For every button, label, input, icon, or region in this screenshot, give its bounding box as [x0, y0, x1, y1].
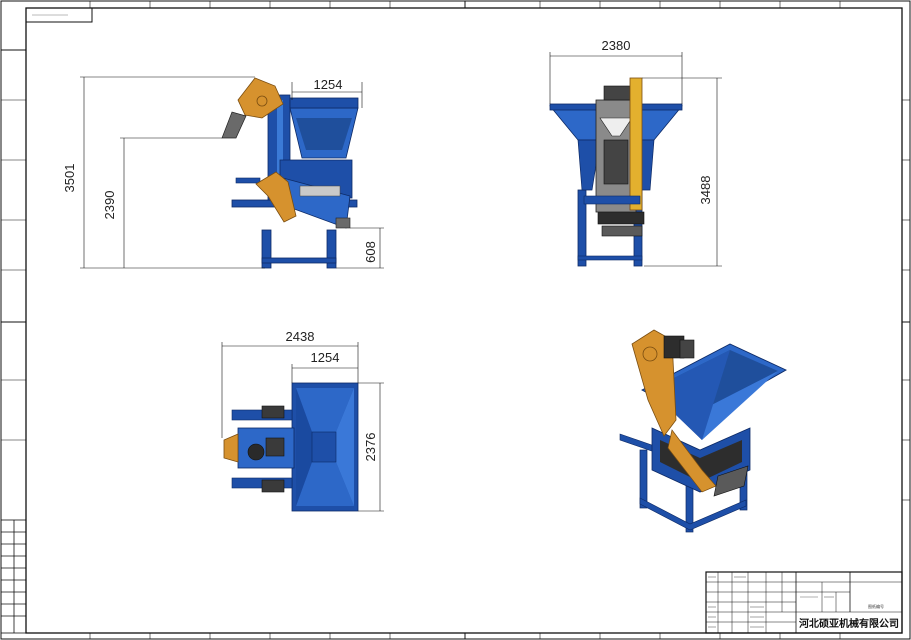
company-name: 河北硕亚机械有限公司 — [799, 617, 899, 630]
dim-overall-height: 3501 — [62, 164, 77, 193]
dim-front-height: 3488 — [698, 176, 713, 205]
dim-top-depth: 2376 — [363, 433, 378, 462]
drawing-code: 图纸编号 — [868, 603, 884, 609]
side-view-dimensions — [80, 76, 384, 269]
isometric-view — [619, 329, 787, 533]
dim-feed-height: 2390 — [102, 191, 117, 220]
top-view-dimensions — [221, 342, 384, 512]
top-view — [223, 382, 359, 512]
side-view — [221, 77, 359, 269]
dim-front-width: 2380 — [602, 38, 631, 53]
front-view-dimensions — [549, 52, 722, 267]
dim-top-hopper-width: 1254 — [311, 350, 340, 365]
dim-discharge-height: 608 — [363, 241, 378, 263]
front-view — [549, 77, 683, 267]
title-block-cell-marks — [708, 576, 834, 628]
revision-strip — [0, 519, 27, 634]
title-block — [705, 571, 903, 634]
sheet-label-box — [25, 7, 93, 23]
dim-side-hopper-width: 1254 — [314, 77, 343, 92]
dim-top-overall-length: 2438 — [286, 329, 315, 344]
